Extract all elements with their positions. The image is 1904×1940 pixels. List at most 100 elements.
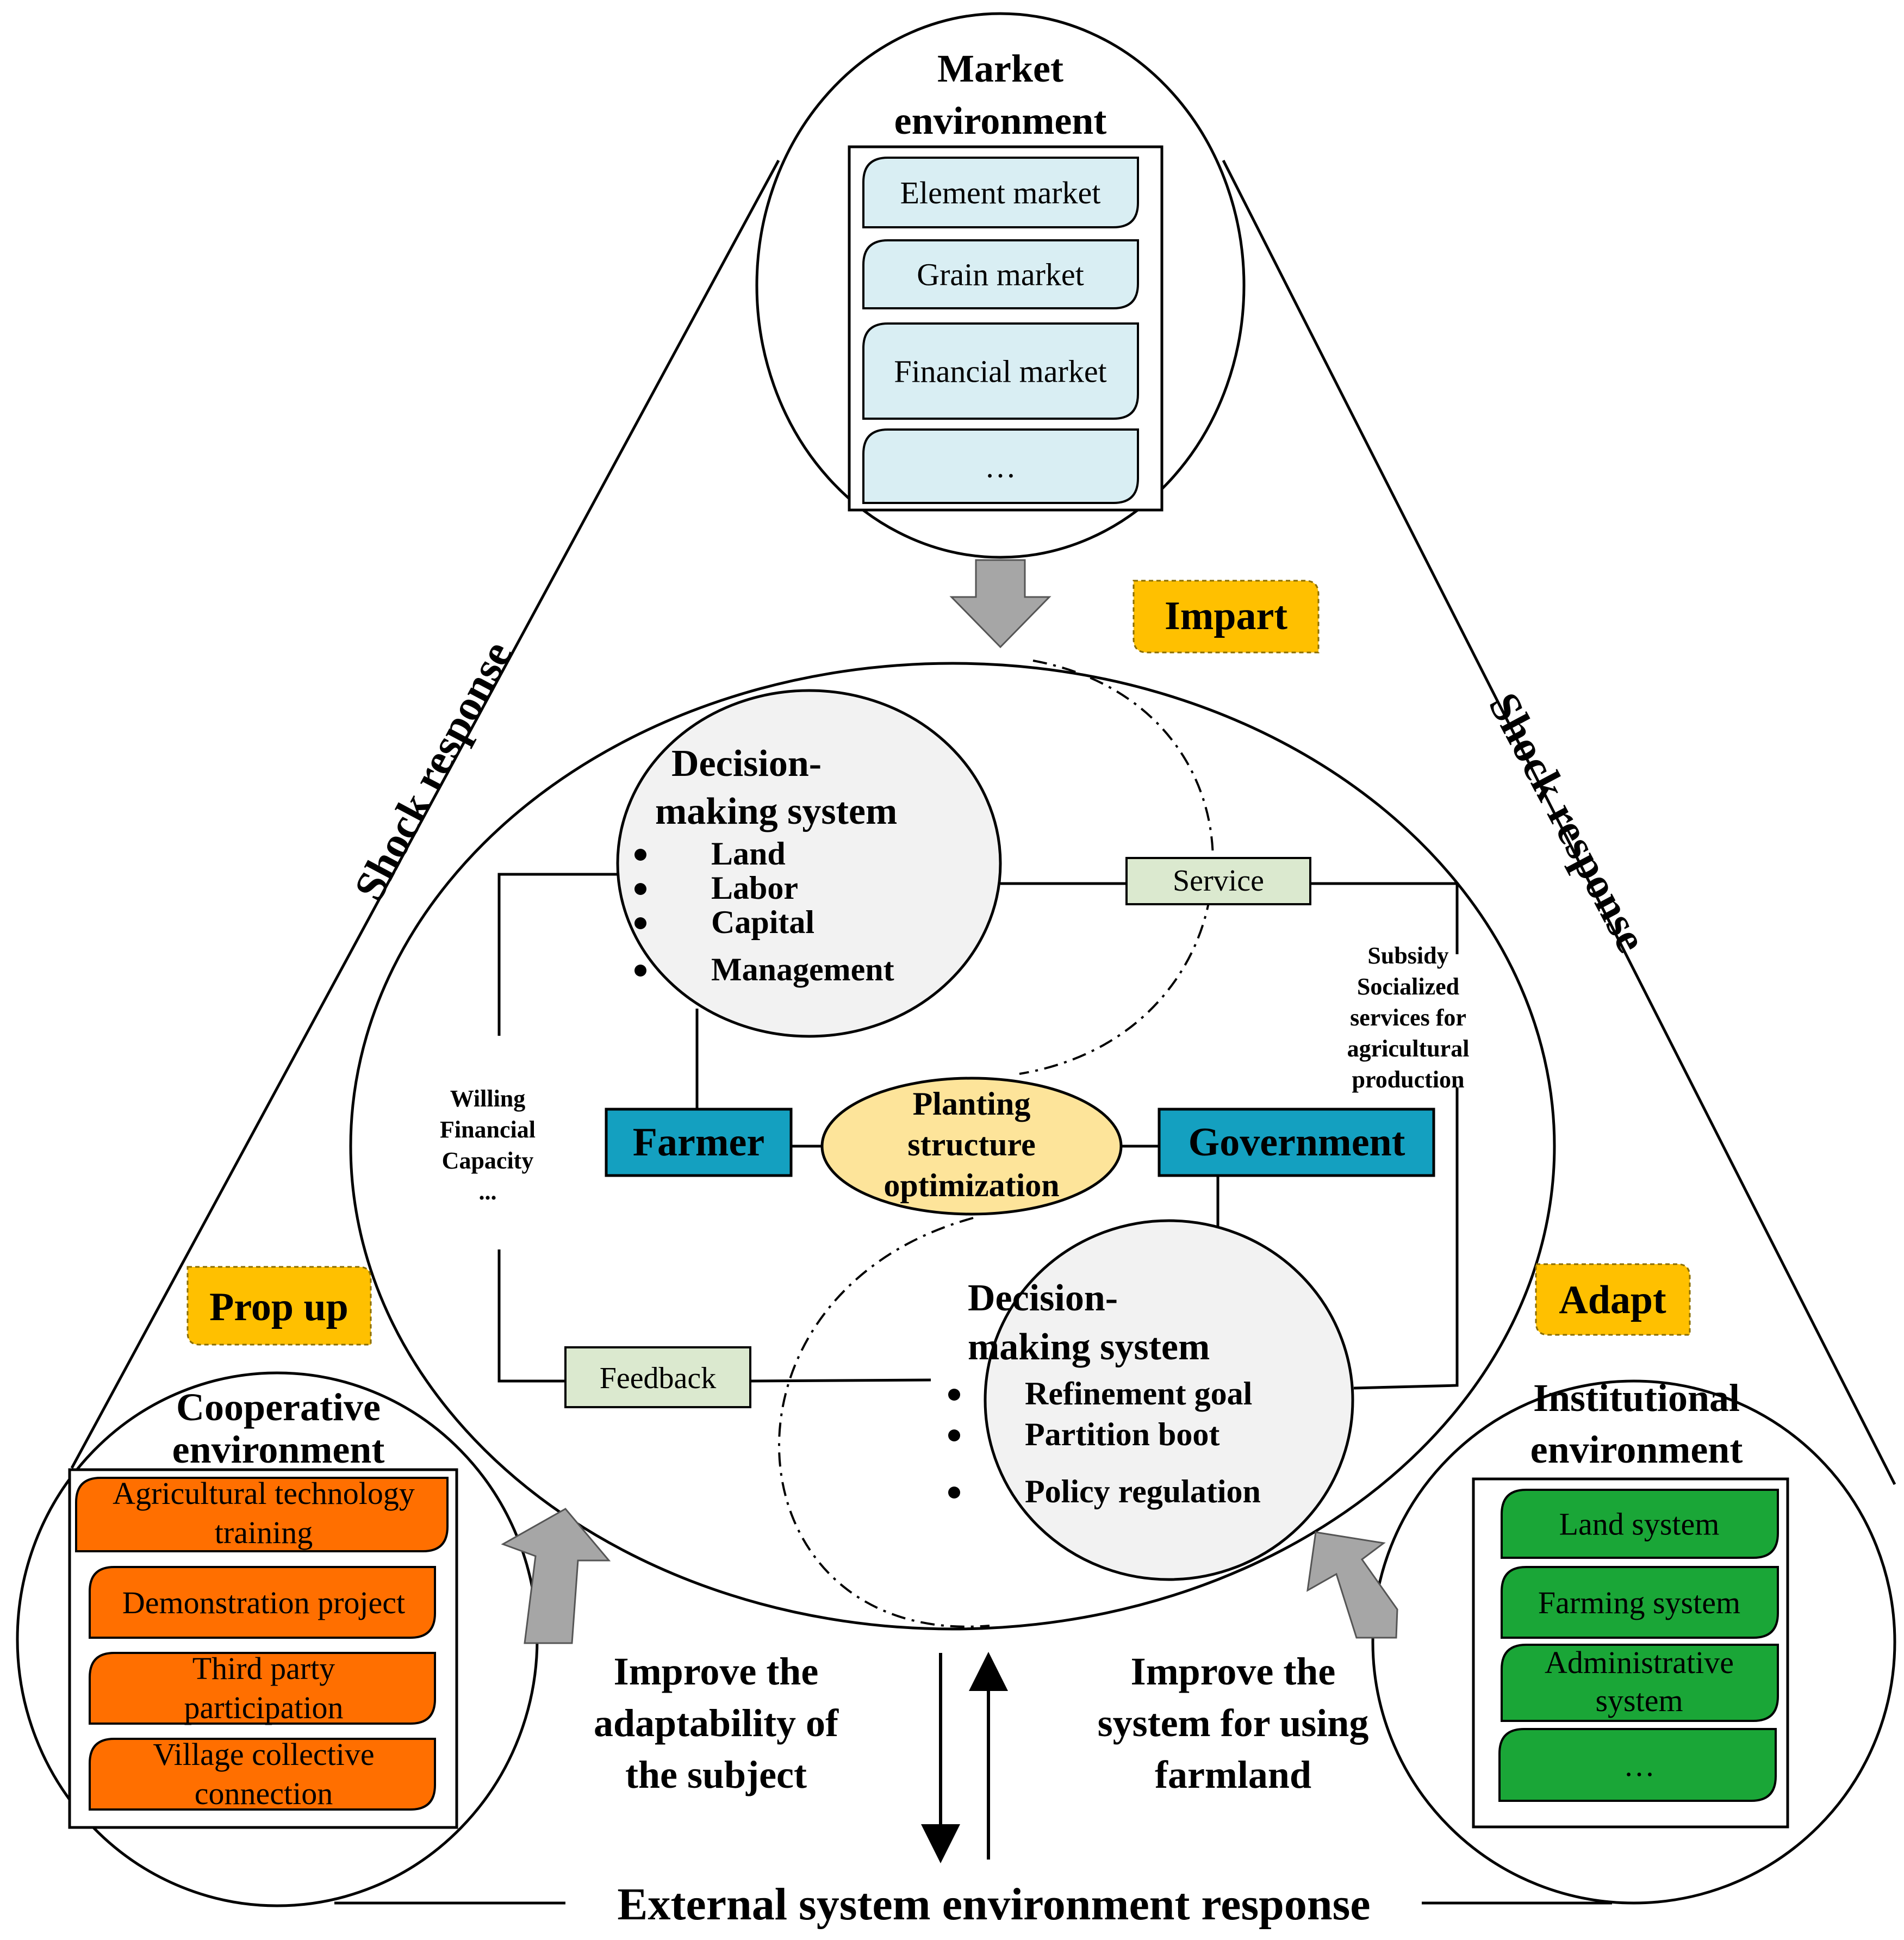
cooperative-item-list: Agricultural technologytrainingDemonstra… (75, 1476, 449, 1811)
willing-line: Willing (450, 1085, 526, 1112)
market-item-box (862, 157, 1139, 228)
feedback-label: Feedback (600, 1361, 717, 1395)
farmer-system-title-line2: making system (655, 791, 897, 832)
market-item-box (862, 322, 1139, 420)
bullet (948, 1429, 960, 1441)
cooperative-item-label: training (215, 1515, 313, 1550)
government-system-item: Policy regulation (1025, 1473, 1261, 1509)
government-label: Government (1189, 1120, 1405, 1165)
cooperative-item-label: Village collective (153, 1737, 374, 1772)
cooperative-arrow (501, 1508, 611, 1644)
cooperative-item-label: connection (195, 1776, 333, 1811)
center-line1: Planting (913, 1086, 1031, 1122)
center-line3: optimization (883, 1167, 1059, 1203)
feedback-box: Feedback (564, 1346, 751, 1408)
dash-dot-curve-lower (778, 1217, 990, 1628)
subsidy-line: agricultural (1347, 1035, 1470, 1062)
cooperative-environment: Cooperative environment Agricultural tec… (16, 1371, 539, 1907)
service-box: Service (1125, 857, 1311, 905)
institutional-item-label: system (1595, 1683, 1683, 1718)
cooperative-item-box (89, 1566, 436, 1639)
planting-structure-oval: Planting structure optimization (820, 1077, 1123, 1216)
bullet (948, 1487, 960, 1498)
external-response-label: External system environment response (617, 1879, 1370, 1930)
impart-badge: Impart (1133, 580, 1320, 654)
farmer-decision-system: Decision- making system LandLaborCapital… (616, 689, 1002, 1038)
connector-lines (497, 873, 1459, 1390)
outer-triangle-lines (70, 159, 1896, 1905)
market-impart-arrow (949, 559, 1051, 649)
farmer-label: Farmer (633, 1120, 764, 1165)
improve-left-line: adaptability of (594, 1701, 839, 1745)
market-title-line1: Market (937, 47, 1063, 90)
farmer-system-item: Capital (711, 904, 814, 940)
cooperative-item-box (89, 1738, 436, 1811)
institutional-title-line1: Institutional (1533, 1376, 1740, 1420)
institutional-item-label: Administrative (1545, 1645, 1734, 1680)
government-box: Government (1158, 1108, 1435, 1177)
cooperative-title-line1: Cooperative (176, 1385, 381, 1429)
institutional-title-line2: environment (1530, 1428, 1743, 1471)
government-decision-circle (984, 1219, 1354, 1581)
market-item-box (862, 239, 1139, 309)
shock-response-right: Shock response (1479, 685, 1656, 960)
government-system-item: Refinement goal (1025, 1376, 1252, 1412)
government-system-title-line1: Decision- (968, 1277, 1118, 1319)
improve-left-line: the subject (625, 1753, 807, 1796)
market-item-box (862, 428, 1139, 504)
cooperative-item-box (89, 1652, 436, 1725)
center-line2: structure (907, 1127, 1036, 1162)
prop-up-badge: Prop up (186, 1266, 372, 1346)
market-item-label: Element market (900, 175, 1101, 210)
willing-line: Capacity (442, 1147, 534, 1174)
institutional-item-box (1498, 1728, 1777, 1802)
institutional-item-box (1501, 1566, 1779, 1639)
cooperative-item-label: participation (184, 1690, 343, 1725)
market-item-label: … (985, 449, 1016, 484)
institutional-item-label: Land system (1559, 1507, 1720, 1542)
improve-right-line: system for using (1098, 1701, 1369, 1745)
willing-line: Financial (440, 1116, 536, 1143)
subsidy-line: production (1352, 1066, 1464, 1093)
institutional-item-box (1501, 1489, 1779, 1559)
subsidy-line: services for (1350, 1004, 1466, 1031)
bullet (634, 849, 646, 861)
institutional-item-box (1501, 1644, 1779, 1722)
farmer-system-item: Labor (711, 870, 798, 906)
institutional-item-label: Farming system (1538, 1585, 1740, 1620)
impart-label: Impart (1165, 594, 1287, 638)
farmer-decision-circle (616, 689, 1002, 1038)
cooperative-item-box (75, 1477, 449, 1552)
institutional-environment: Institutional environment Land systemFar… (1371, 1376, 1896, 1905)
institutional-item-label: … (1623, 1748, 1655, 1783)
cooperative-item-label: Demonstration project (122, 1585, 405, 1620)
bullet (634, 917, 646, 929)
farmer-system-item: Land (711, 836, 786, 872)
prop-up-label: Prop up (209, 1285, 349, 1329)
market-item-label: Grain market (917, 257, 1084, 293)
improve-adaptability-text: Improve the adaptability of the subject (594, 1650, 839, 1796)
subsidy-line: Subsidy (1367, 942, 1448, 969)
market-title-line2: environment (894, 99, 1107, 142)
bullet (948, 1389, 960, 1401)
bullet (634, 965, 646, 977)
farmer-box: Farmer (605, 1108, 793, 1177)
adapt-badge: Adapt (1535, 1263, 1691, 1336)
service-label: Service (1173, 864, 1264, 898)
cooperative-item-label: Third party (192, 1651, 335, 1686)
government-decision-system: Decision- making system Refinement goalP… (948, 1219, 1354, 1581)
improve-left-line: Improve the (614, 1650, 819, 1693)
farmer-system-item: Management (711, 952, 894, 987)
willing-annotation: WillingFinancialCapacity... (440, 1085, 536, 1205)
willing-line: ... (479, 1178, 497, 1205)
farmer-system-title-line1: Decision- (671, 743, 822, 785)
government-system-title-line2: making system (968, 1326, 1210, 1368)
